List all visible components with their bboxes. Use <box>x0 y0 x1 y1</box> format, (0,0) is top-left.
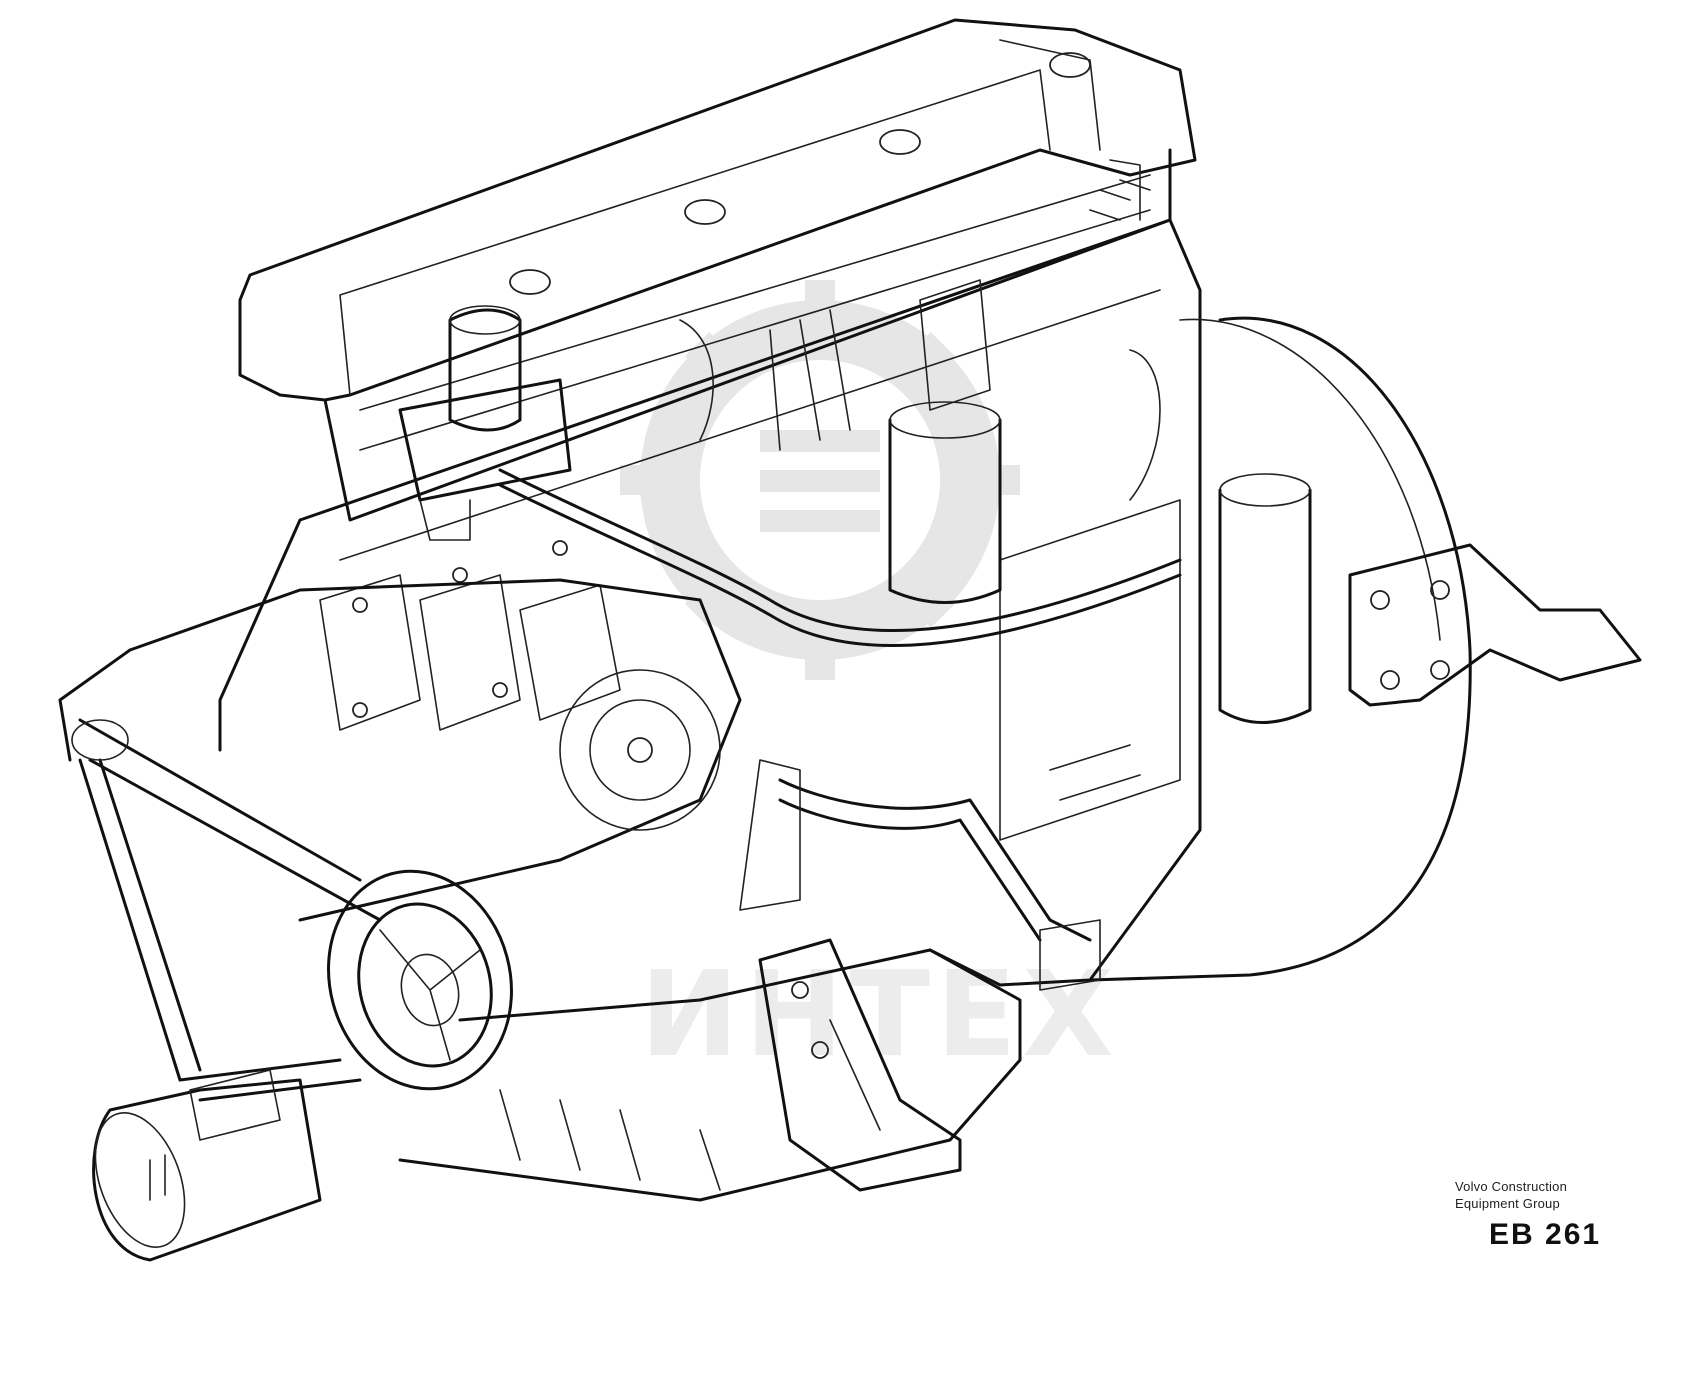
gear-logo-icon <box>620 280 1020 680</box>
caption-drawing-code: EB 261 <box>1489 1218 1602 1251</box>
front-mount-bracket <box>758 938 962 1192</box>
coolant-pipe <box>739 759 1101 991</box>
watermark-text: ИНТЕХ <box>640 945 1120 1083</box>
fuel-pipes <box>498 309 1182 647</box>
valve-cover <box>238 18 1197 402</box>
cylinder-head <box>323 148 1172 522</box>
oil-filter-housing <box>398 305 572 541</box>
drive-belt <box>71 718 382 1102</box>
crankshaft-pulley <box>327 869 513 1091</box>
drawing-caption: Volvo Construction Equipment Group EB 26… <box>1455 1178 1655 1251</box>
timing-cover <box>58 578 742 922</box>
rear-mount-bracket <box>1348 543 1642 707</box>
alternator <box>92 1069 322 1262</box>
oil-sump <box>398 948 1022 1202</box>
caption-group: Equipment Group <box>1455 1196 1560 1211</box>
oil-filter-canister <box>1218 473 1312 724</box>
fuel-filter <box>888 279 1002 604</box>
flywheel-housing <box>1088 316 1472 982</box>
caption-company: Volvo Construction <box>1455 1179 1567 1194</box>
engine-block <box>218 218 1202 987</box>
